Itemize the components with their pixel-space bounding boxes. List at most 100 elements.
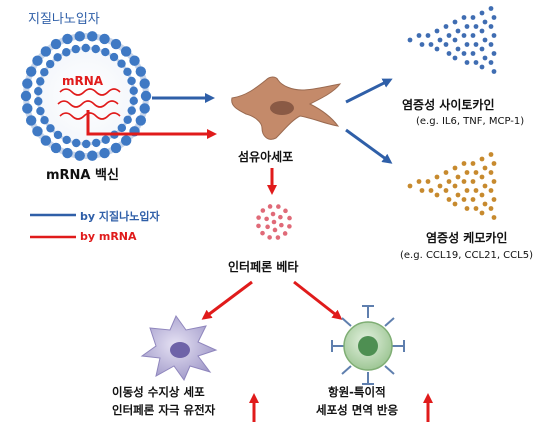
lipid-head-dot: [50, 38, 62, 50]
lipid-head-dot: [62, 135, 71, 145]
cytokine-dot: [443, 42, 449, 47]
lipid-head-dot: [135, 66, 147, 77]
lipid-head-dot: [129, 96, 138, 105]
cytokine-dot: [419, 42, 425, 47]
chemokine-dot: [488, 188, 494, 193]
lipid-head-dot: [101, 135, 110, 144]
chemokine-dots-icon: [407, 152, 497, 220]
lipid-nanoparticle-icon: [20, 31, 152, 161]
cytokine-dot: [473, 24, 479, 29]
arrow-to-cytokines: [345, 78, 393, 104]
cytokine-dot: [491, 33, 497, 38]
lipid-head-dot: [123, 67, 132, 77]
interferon-dot: [279, 222, 284, 228]
cytokine-dot: [437, 37, 443, 43]
interferon-dot: [256, 223, 261, 229]
lipid-head-dot: [87, 150, 98, 161]
lipid-head-dot: [135, 115, 147, 126]
chemokine-dot: [491, 161, 497, 166]
lipid-head-dot: [62, 48, 71, 57]
lipid-head-dot: [91, 44, 100, 54]
cytokine-dot: [416, 33, 422, 38]
lipid-head-groups: [20, 31, 152, 161]
lipid-head-dot: [101, 47, 110, 57]
cytokine-dot: [452, 37, 458, 43]
chemokine-dot: [464, 170, 470, 175]
lipid-head-dot: [62, 33, 73, 45]
cytokine-dot: [464, 24, 470, 29]
lipid-head-dot: [92, 138, 101, 148]
chemokine-dot: [470, 161, 476, 166]
lipid-head-dot: [129, 86, 138, 95]
mrna-strands-icon: [57, 88, 121, 120]
chemokine-dot: [479, 192, 485, 198]
t-cell-body: [343, 321, 393, 371]
lipid-head-dot: [140, 90, 152, 102]
interferon-dot: [278, 214, 283, 220]
chemokine-dot: [428, 188, 434, 193]
interferon-dot: [271, 219, 277, 225]
cytokine-dot: [479, 10, 485, 16]
chemokine-dot: [434, 192, 440, 198]
lipid-head-dot: [36, 77, 45, 86]
cytokine-dot: [473, 60, 479, 65]
chemokine-dot: [491, 179, 497, 184]
dendritic-cell-icon: [140, 314, 218, 382]
cytokine-dot: [488, 6, 494, 11]
chemokine-dot: [473, 206, 479, 211]
chemokine-dot: [470, 197, 476, 202]
cytokine-dot: [434, 46, 440, 52]
interferon-dot: [275, 235, 281, 240]
cytokine-dot: [461, 15, 467, 20]
interferon-dot: [264, 216, 269, 222]
cytokine-dot: [464, 42, 470, 47]
cytokine-dot: [470, 33, 476, 38]
cytokine-dot: [455, 46, 461, 52]
interferon-dot: [267, 204, 273, 209]
interferon-dot: [265, 224, 270, 230]
chemokine-dot: [446, 179, 452, 184]
arrow-mrna-to-fibroblast: [86, 110, 217, 139]
legend-red-label: by mRNA: [80, 230, 137, 243]
chemokine-examples: (e.g. CCL19, CCL21, CCL5): [400, 250, 533, 261]
cytokine-dot: [461, 33, 467, 38]
lipid-head-dot: [109, 52, 119, 62]
chemokine-dot: [443, 170, 449, 175]
chemokine-dot: [443, 188, 449, 193]
lipid-head-dot: [139, 78, 150, 89]
lipid-head-dot: [50, 142, 62, 154]
cytokine-dot: [479, 46, 485, 52]
interferon-dot: [287, 215, 292, 221]
lipid-head-dot: [71, 44, 80, 54]
lipid-head-dot: [53, 53, 62, 62]
lipid-head-dot: [53, 130, 63, 140]
cytokine-dot: [464, 60, 470, 65]
fibroblast-label: 섬유아세포: [238, 150, 294, 164]
lipid-head-dot: [46, 124, 55, 133]
chemokine-dot: [470, 179, 476, 184]
chemokine-dot: [461, 197, 467, 202]
mrna-inner-label: mRNA: [62, 74, 104, 88]
lipid-head-dot: [129, 55, 140, 66]
cytokine-dot: [488, 24, 494, 29]
cytokine-dot: [470, 51, 476, 56]
legend-blue-label: by 지질나노입자: [80, 210, 160, 223]
cytokine-dot: [479, 28, 485, 34]
cytokine-title: 염증성 사이토카인: [402, 98, 495, 112]
interferon-dot: [270, 211, 276, 217]
interferon-dot: [282, 231, 288, 236]
dendritic-cell-label: 이동성 수지상 세포: [112, 385, 205, 399]
lipid-head-dot: [22, 78, 33, 89]
cytokine-dot: [452, 55, 458, 61]
interferon-dot: [260, 230, 265, 236]
chemokine-dot: [488, 206, 494, 211]
lipid-head-dot: [87, 31, 98, 42]
chemokine-dot: [482, 183, 488, 189]
cytokine-dot: [446, 33, 452, 38]
vaccine-label: mRNA 백신: [46, 168, 119, 183]
chemokine-dot: [473, 170, 479, 175]
lipid-head-dot: [99, 33, 110, 45]
lipid-head-dot: [72, 138, 81, 148]
lipid-head-dot: [32, 55, 43, 66]
lipid-head-dot: [25, 66, 37, 77]
